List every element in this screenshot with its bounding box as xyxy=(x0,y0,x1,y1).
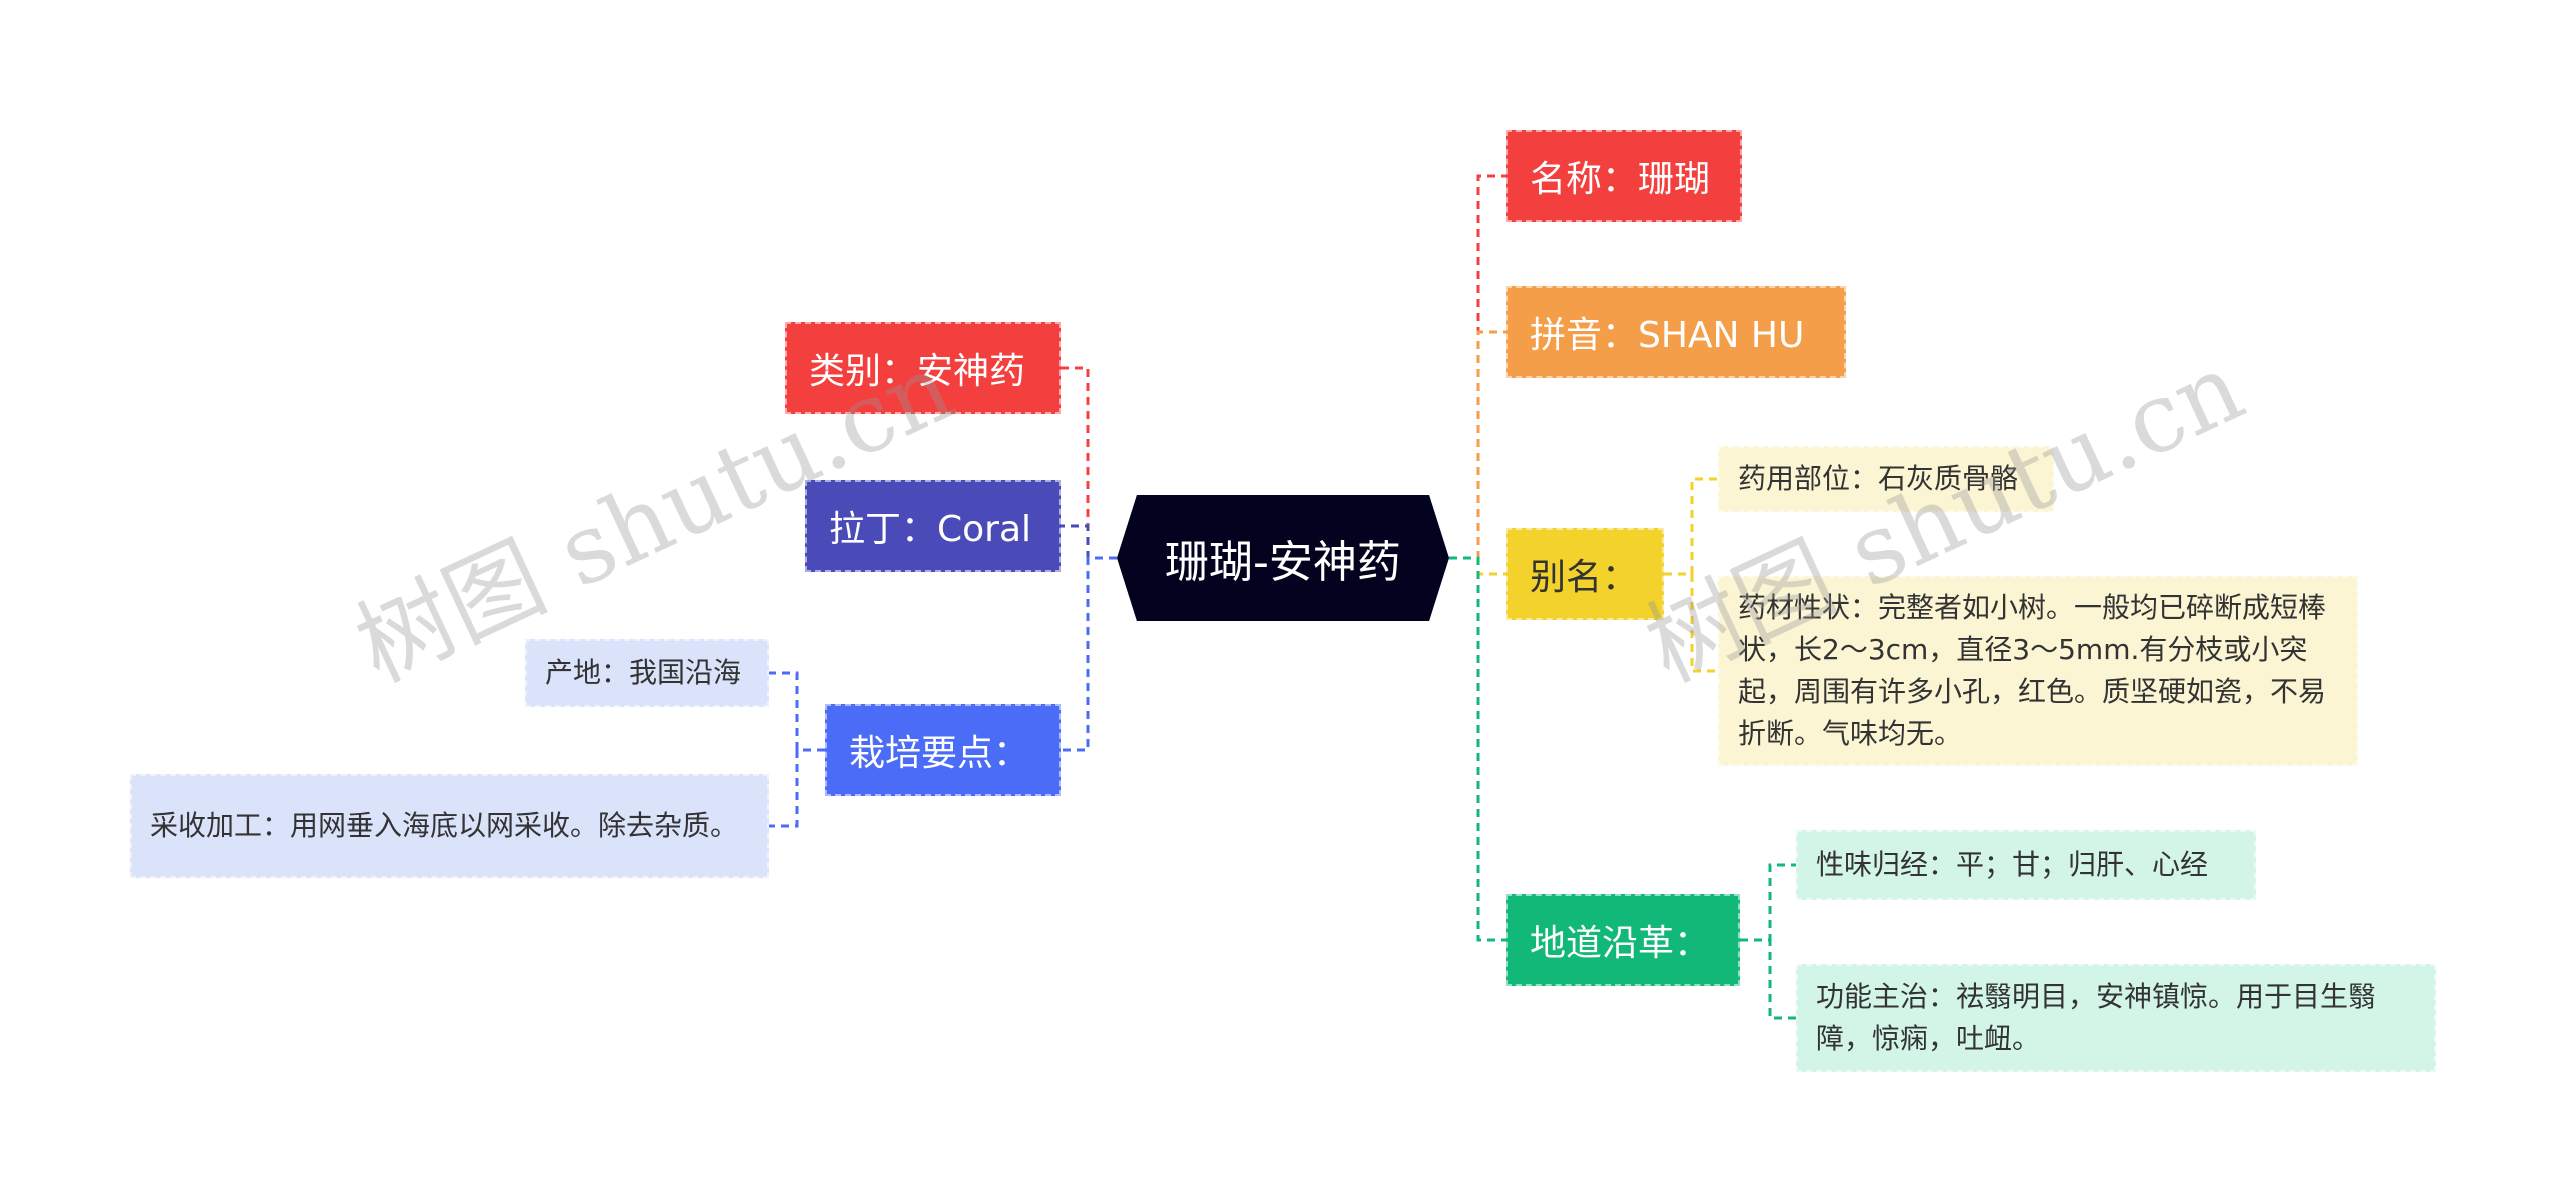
connector-n-origin xyxy=(1449,556,1506,942)
node-taste-meridian-label: 性味归经：平；甘；归肝、心经 xyxy=(1816,848,2209,881)
root-node-label: 珊瑚-安神药 xyxy=(1165,537,1401,588)
node-cultivation-label: 栽培要点： xyxy=(849,733,1030,774)
connector-n-cult-c2 xyxy=(769,748,825,828)
node-alias-description[interactable]: 药材性状：完整者如小树。一般均已碎断成短棒状，长2～3cm，直径3～5mm.有分… xyxy=(1718,576,2358,766)
node-function[interactable]: 功能主治：祛翳明目，安神镇惊。用于目生翳障，惊痫，吐衄。 xyxy=(1796,964,2436,1072)
node-harvest-label: 采收加工：用网垂入海底以网采收。除去杂质。 xyxy=(150,809,739,842)
node-harvest[interactable]: 采收加工：用网垂入海底以网采收。除去杂质。 xyxy=(130,774,769,878)
node-origin-label: 地道沿革： xyxy=(1530,923,1711,964)
node-origin-place-label: 产地：我国沿海 xyxy=(545,656,742,689)
root-node-shape xyxy=(1117,495,1449,621)
node-pinyin-label: 拼音：SHAN HU xyxy=(1530,315,1805,356)
node-origin-place[interactable]: 产地：我国沿海 xyxy=(525,639,769,707)
node-alias-description-label: 药材性状：完整者如小树。一般均已碎断成短棒状，长2～3cm，直径3～5mm.有分… xyxy=(1738,591,2327,750)
node-alias-part[interactable]: 药用部位：石灰质骨骼 xyxy=(1718,446,2054,512)
node-name[interactable]: 名称：珊瑚 xyxy=(1506,130,1742,222)
node-category-label: 类别：安神药 xyxy=(809,351,1026,392)
connector-n-cultivation xyxy=(1061,556,1117,752)
connector-n-alias-c1 xyxy=(1664,477,1718,576)
node-taste-meridian[interactable]: 性味归经：平；甘；归肝、心经 xyxy=(1796,830,2256,900)
connector-n-pinyin xyxy=(1449,330,1506,560)
root-node[interactable]: 珊瑚-安神药 xyxy=(1117,495,1449,621)
node-origin[interactable]: 地道沿革： xyxy=(1506,894,1740,986)
node-latin-label: 拉丁：Coral xyxy=(829,509,1032,550)
connector-n-origin-c2 xyxy=(1740,938,1796,1020)
node-alias[interactable]: 别名： xyxy=(1506,528,1664,620)
connector-n-cult-c1 xyxy=(769,671,825,752)
node-pinyin[interactable]: 拼音：SHAN HU xyxy=(1506,286,1846,378)
node-cultivation[interactable]: 栽培要点： xyxy=(825,704,1061,796)
connector-n-origin-c1 xyxy=(1740,863,1796,942)
node-alias-part-label: 药用部位：石灰质骨骼 xyxy=(1738,462,2019,495)
node-alias-label: 别名： xyxy=(1530,557,1639,598)
connector-n-alias-c2 xyxy=(1664,572,1718,673)
node-function-label: 功能主治：祛翳明目，安神镇惊。用于目生翳障，惊痫，吐衄。 xyxy=(1816,980,2377,1055)
connector-n-latin xyxy=(1061,524,1117,560)
node-latin[interactable]: 拉丁：Coral xyxy=(805,480,1061,572)
node-name-label: 名称：珊瑚 xyxy=(1530,159,1711,200)
node-category[interactable]: 类别：安神药 xyxy=(785,322,1061,414)
